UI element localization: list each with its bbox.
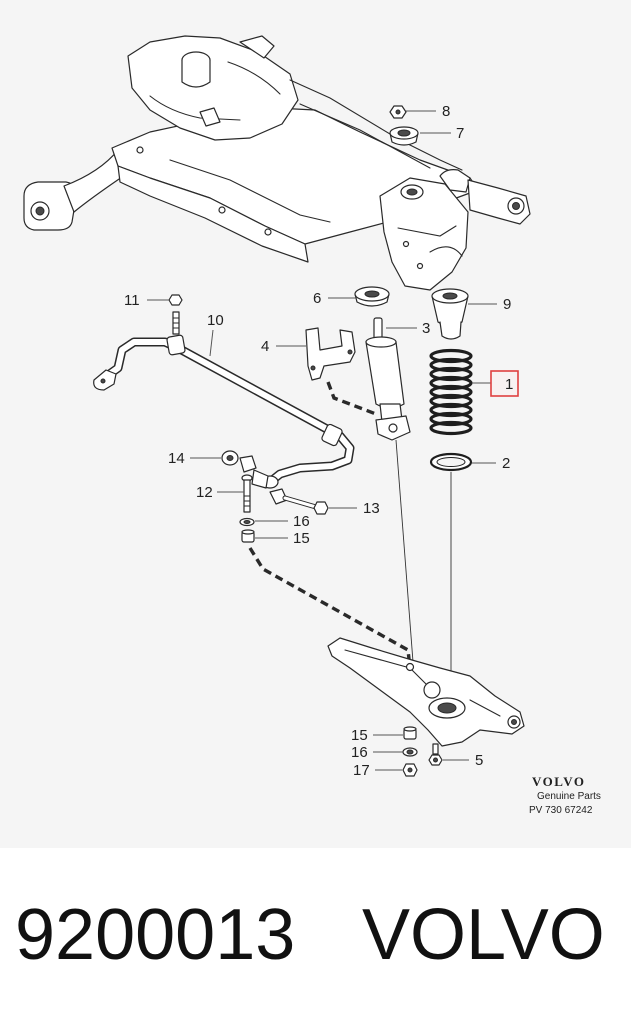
callout-label: 16 (293, 513, 310, 530)
callout-label: 6 (313, 290, 321, 307)
upper-link-spacer (241, 529, 255, 543)
lower-link-nut (402, 763, 418, 777)
exploded-parts-diagram: 8 7 6 3 9 1 2 4 10 11 14 12 16 15 13 15 … (23, 35, 601, 816)
lower-link-washer (402, 747, 418, 757)
callout-label: 13 (363, 500, 380, 517)
upper-mount-bushing (389, 126, 419, 146)
callout-label: 3 (422, 320, 430, 337)
callout-label: 16 (351, 744, 368, 761)
stabilizer-nut (168, 294, 183, 335)
callout-label: 8 (442, 103, 450, 120)
callout-label: 9 (503, 296, 511, 313)
callout-label: 2 (502, 455, 510, 472)
brand-badge-code: PV 730 67242 (529, 805, 593, 816)
coil-spring (429, 348, 473, 436)
assembly-guide-lines (395, 439, 452, 700)
brand-badge-tagline: Genuine Parts (537, 791, 601, 802)
callout-label: 12 (196, 484, 213, 501)
diagram-canvas: 8 7 6 3 9 1 2 4 10 11 14 12 16 15 13 15 … (23, 35, 601, 816)
callout-label: 7 (456, 125, 464, 142)
callout-label: 15 (351, 727, 368, 744)
stabilizer-bar (93, 334, 355, 489)
callout-label: 5 (475, 752, 483, 769)
leader-lines (147, 110, 497, 771)
callout-label: 15 (293, 530, 310, 547)
shock-bracket (305, 327, 377, 416)
control-arm-nut (428, 743, 443, 766)
link-mounting-bolt (269, 488, 329, 515)
top-mount-nut (389, 105, 407, 119)
shock-absorber (365, 317, 411, 441)
lower-control-arm (327, 637, 525, 747)
caption-brand: VOLVO (362, 895, 605, 975)
bump-stop (431, 288, 469, 340)
callout-label: 4 (261, 338, 269, 355)
lower-link-spacer (403, 726, 417, 740)
callout-label: 11 (124, 292, 140, 309)
brand-badge: VOLVO Genuine Parts PV 730 67242 (529, 774, 601, 816)
caption-bar: 9200013 VOLVO (0, 848, 631, 1018)
highlight-box (490, 370, 519, 397)
callout-labels: 8 7 6 3 9 1 2 4 10 11 14 12 16 15 13 15 … (124, 103, 513, 779)
callout-label: 14 (168, 450, 185, 467)
link-bolt (241, 469, 269, 513)
shock-mount-bushing (354, 286, 390, 307)
rear-subframe (23, 35, 531, 291)
callout-label: 17 (353, 762, 370, 779)
brand-badge-name: VOLVO (532, 774, 585, 789)
link-bushing (221, 450, 257, 473)
callout-label-highlighted: 1 (505, 376, 513, 393)
part-number: 9200013 (15, 895, 296, 975)
callout-label: 10 (207, 312, 224, 329)
spring-seat (429, 452, 473, 472)
upper-link-washer (239, 517, 255, 527)
